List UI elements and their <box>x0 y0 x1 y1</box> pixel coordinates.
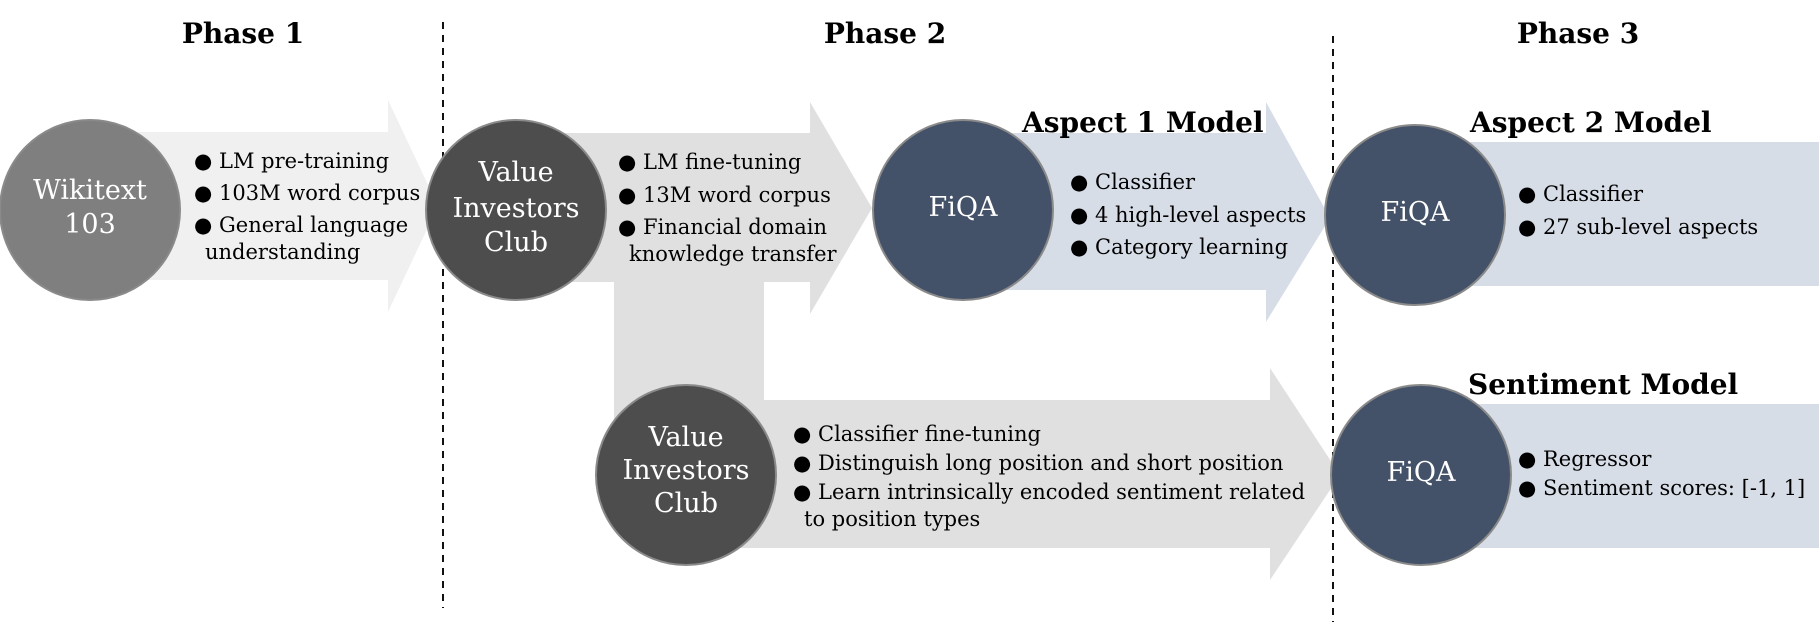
phase2-top-bullet-2: ● 13M word corpus <box>618 183 831 207</box>
phase1-bullet-2: ● 103M word corpus <box>194 181 420 205</box>
aspect1-bullet-2: ● 4 high-level aspects <box>1070 203 1306 227</box>
phase1-bullet-1: ● LM pre-training <box>194 149 389 173</box>
phase1-bullet-3-cont: understanding <box>205 240 360 264</box>
vic-top-label-line2: Investors <box>452 193 579 224</box>
wikitext-circle <box>0 119 181 301</box>
phase2-bottom-bullet-1: ● Classifier fine-tuning <box>793 422 1041 446</box>
fiqa-aspect1-label: FiQA <box>928 192 998 223</box>
phase2-top-bullet-3-cont: knowledge transfer <box>629 242 838 266</box>
fiqa-aspect1-circle <box>872 119 1054 301</box>
vic-top-label-line1: Value <box>477 157 553 188</box>
phase1-bullet-3: ● General language <box>194 213 408 237</box>
phase2-bottom-bullet-3-cont: to position types <box>804 507 980 531</box>
phase-3-label: Phase 3 <box>1517 17 1639 50</box>
vic-top-circle <box>425 119 607 301</box>
aspect1-model-title: Aspect 1 Model <box>1021 106 1264 139</box>
phase2-bottom-arrow <box>740 368 1340 580</box>
phase-2-label: Phase 2 <box>824 17 946 50</box>
phase2-top-bullet-3: ● Financial domain <box>618 215 827 239</box>
phase2-bottom-bullet-3: ● Learn intrinsically encoded sentiment … <box>793 480 1305 504</box>
wikitext-label-line1: Wikitext <box>33 175 147 206</box>
aspect1-arrow <box>1000 102 1330 322</box>
phase-1-label: Phase 1 <box>182 17 304 50</box>
fiqa-sentiment-circle <box>1330 384 1512 566</box>
fiqa-aspect2-label: FiQA <box>1380 197 1450 228</box>
aspect2-bullet-2: ● 27 sub-level aspects <box>1518 215 1758 239</box>
sentiment-model-title: Sentiment Model <box>1468 368 1738 401</box>
vic-top-label-line3: Club <box>484 227 548 258</box>
vic-bottom-label-line3: Club <box>654 488 718 519</box>
phase2-top-bullet-1: ● LM fine-tuning <box>618 150 801 174</box>
aspect2-bullet-1: ● Classifier <box>1518 182 1644 206</box>
vic-bottom-circle <box>595 384 777 566</box>
phase2-bottom-bullet-2: ● Distinguish long position and short po… <box>793 451 1283 475</box>
sentiment-bullet-1: ● Regressor <box>1518 447 1652 471</box>
fiqa-aspect2-circle <box>1324 124 1506 306</box>
sentiment-band <box>1468 404 1819 548</box>
phase2-top-arrow <box>560 102 872 314</box>
phase1-arrow <box>120 100 438 312</box>
vic-bottom-label-line2: Investors <box>622 455 749 486</box>
vic-bottom-label-line1: Value <box>647 422 723 453</box>
sentiment-bullet-2: ● Sentiment scores: [-1, 1] <box>1518 476 1805 500</box>
aspect2-model-title: Aspect 2 Model <box>1469 106 1712 139</box>
fiqa-sentiment-label: FiQA <box>1386 457 1456 488</box>
aspect1-bullet-3: ● Category learning <box>1070 235 1288 259</box>
aspect1-bullet-1: ● Classifier <box>1070 170 1196 194</box>
aspect2-band <box>1460 142 1819 286</box>
wikitext-label-line2: 103 <box>64 209 116 240</box>
